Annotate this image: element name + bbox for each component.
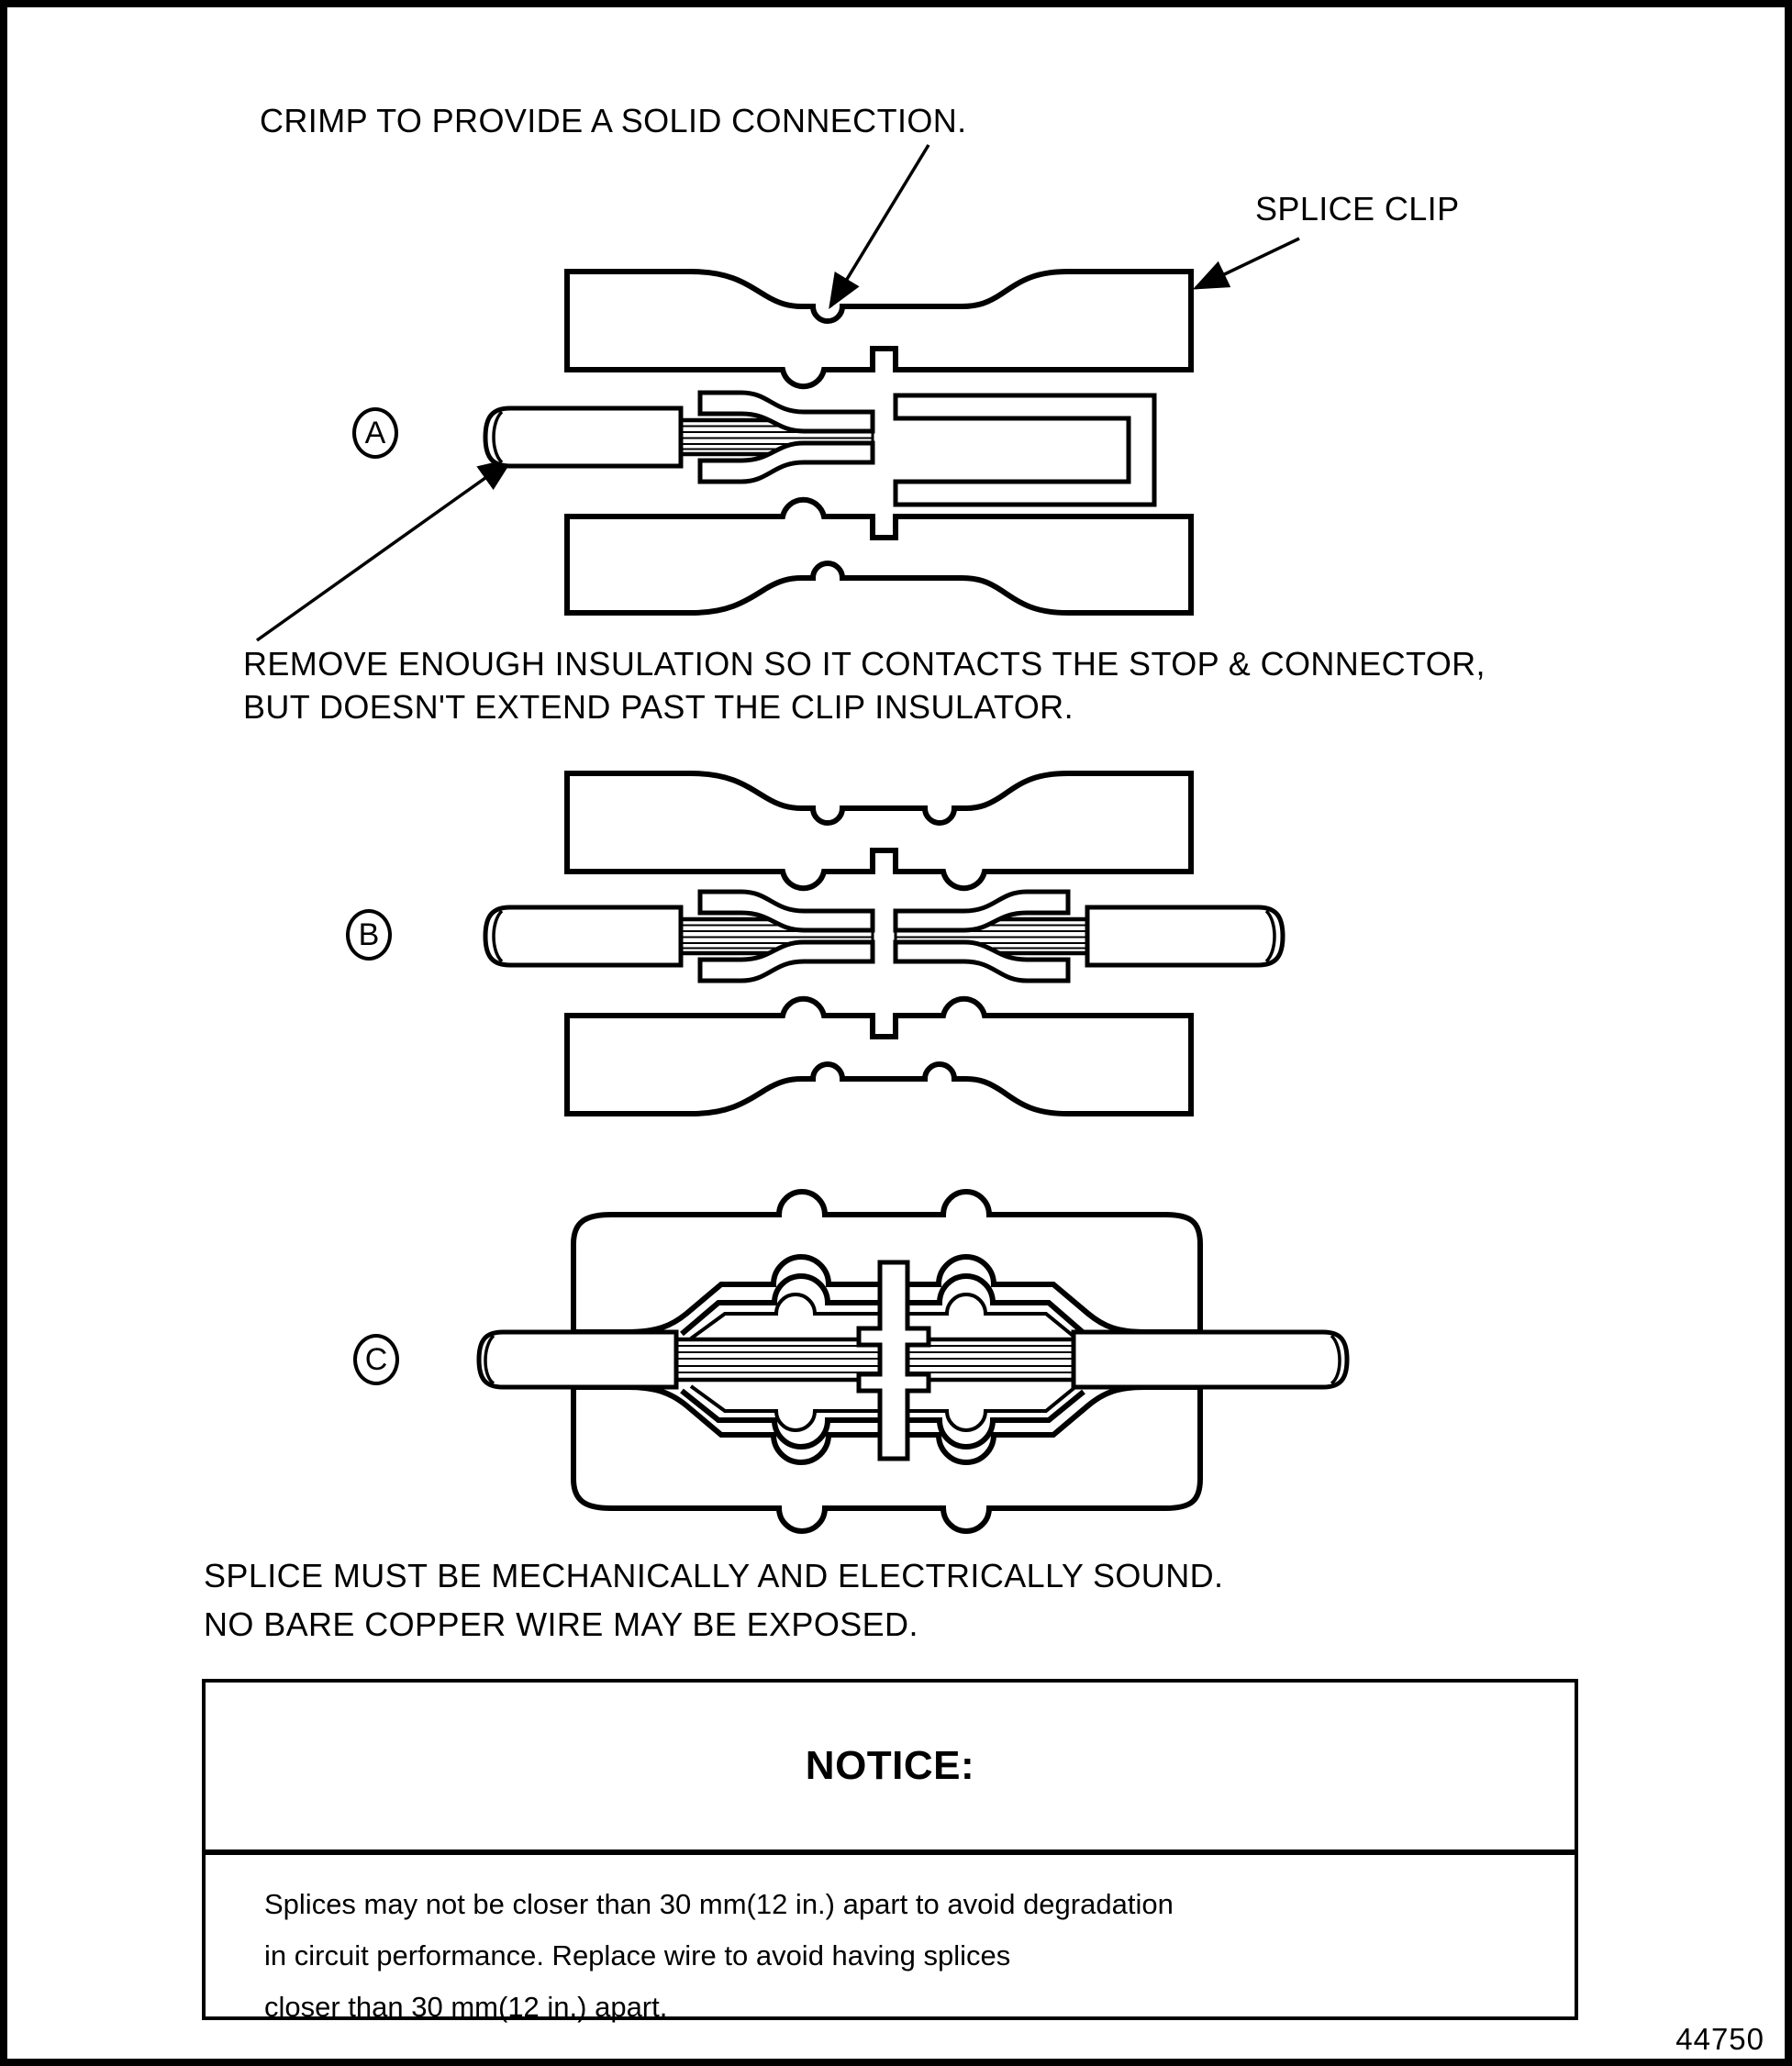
insulation-annotation-line2: BUT DOESN'T EXTEND PAST THE CLIP INSULAT… [243,688,1074,726]
soundness-annotation-line1: SPLICE MUST BE MECHANICALLY AND ELECTRIC… [204,1557,1224,1594]
notice-header: NOTICE: [206,1683,1575,1855]
notice-body-line2: in circuit performance. Replace wire to … [264,1939,1011,1972]
step-label-a: A [352,407,398,459]
clip-bottom-insulator-a [564,496,1194,616]
clip-upper-finger-b-left [697,889,875,933]
notice-box: NOTICE: Splices may not be closer than 3… [202,1679,1578,2023]
wire-b-strands [681,916,1087,956]
step-label-c: C [353,1334,399,1385]
wire-c-right-insulation [1071,1329,1350,1390]
diagram-b [483,771,1286,1116]
clip-connector-a [893,393,1157,507]
wire-b-left-insulation [483,905,684,968]
clip-top-insulator-b [564,771,1194,892]
clip-top-insulator-a [564,269,1194,390]
wire-c-left-insulation [476,1329,679,1390]
figure-canvas [255,144,1350,1534]
crimp-arrow [829,144,930,309]
clip-lower-finger-a [697,440,875,484]
splice-clip-arrow [1192,237,1300,290]
clip-lower-finger-b-right [893,939,1071,983]
soundness-annotation: SPLICE MUST BE MECHANICALLY AND ELECTRIC… [204,1551,1223,1649]
clip-upper-finger-b-right [893,889,1071,933]
splice-clip-label: SPLICE CLIP [1255,190,1460,228]
leader-arrows [255,144,1300,642]
diagram-c [476,1189,1350,1534]
notice-body-line1: Splices may not be closer than 30 mm(12 … [264,1888,1174,1920]
diagram-a [483,269,1194,616]
clip-upper-finger-a [697,390,875,434]
clip-center-stop-c [856,1260,931,1461]
notice-body-line3: closer than 30 mm(12 in.) apart. [264,1991,668,2023]
notice-body: Splices may not be closer than 30 mm(12 … [206,1855,1575,2033]
insulation-annotation-line1: REMOVE ENOUGH INSULATION SO IT CONTACTS … [243,645,1486,683]
soundness-annotation-line2: NO BARE COPPER WIRE MAY BE EXPOSED. [204,1605,918,1643]
wire-c-right-end-cap [1330,1334,1341,1385]
wire-b-right-insulation [1085,905,1286,968]
clip-bottom-insulator-b [564,995,1194,1116]
wire-b-right-end-cap [1264,909,1276,963]
insulation-arrow [255,457,514,642]
crimp-annotation: CRIMP TO PROVIDE A SOLID CONNECTION. [260,102,967,139]
wire-a-insulation [483,405,684,469]
wire-b-left-end-cap [492,909,504,963]
notice-title: NOTICE: [805,1743,975,1788]
wire-c-left-end-cap [484,1334,495,1385]
wire-a-end-cap [492,410,504,464]
step-label-b: B [346,909,392,961]
figure-number: 44750 [1675,2022,1764,2056]
insulation-annotation: REMOVE ENOUGH INSULATION SO IT CONTACTS … [243,642,1486,728]
clip-lower-finger-b-left [697,939,875,983]
